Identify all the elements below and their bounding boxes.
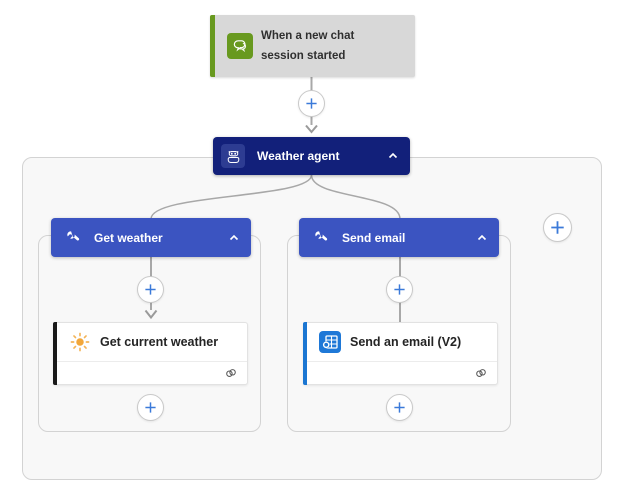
trigger-node[interactable]: When a new chat session started bbox=[210, 15, 415, 77]
wrench-icon bbox=[313, 230, 329, 246]
insert-action-get-weather-button[interactable] bbox=[137, 276, 164, 303]
connection-icon bbox=[476, 369, 486, 377]
outlook-icon bbox=[318, 330, 342, 354]
action-node-get-current-weather[interactable]: Get current weather bbox=[53, 322, 248, 385]
tool-node-send-email[interactable]: Send email bbox=[299, 218, 499, 257]
insert-action-send-email-button[interactable] bbox=[386, 276, 413, 303]
plus-icon bbox=[394, 284, 405, 295]
plus-icon bbox=[145, 402, 156, 413]
action-node-send-an-email-v2[interactable]: Send an email (V2) bbox=[303, 322, 498, 385]
insert-step-button-top[interactable] bbox=[298, 90, 325, 117]
plus-icon bbox=[306, 98, 317, 109]
action-label: Get current weather bbox=[100, 335, 219, 349]
tool-node-get-weather[interactable]: Get weather bbox=[51, 218, 251, 257]
trigger-accent-bar bbox=[210, 15, 215, 77]
sun-icon bbox=[68, 330, 92, 354]
plus-icon bbox=[551, 221, 564, 234]
agent-node[interactable]: Weather agent bbox=[213, 137, 410, 175]
chevron-up-icon bbox=[477, 234, 487, 240]
wrench-icon bbox=[65, 230, 81, 246]
add-tool-button[interactable] bbox=[543, 213, 572, 242]
trigger-label: When a new chat session started bbox=[261, 30, 355, 62]
plus-icon bbox=[145, 284, 156, 295]
collapse-tool-send-email-button[interactable] bbox=[471, 227, 493, 249]
add-action-send-email-button[interactable] bbox=[386, 394, 413, 421]
tool-label: Send email bbox=[342, 230, 406, 245]
plus-icon bbox=[394, 402, 405, 413]
add-action-get-weather-button[interactable] bbox=[137, 394, 164, 421]
chevron-up-icon bbox=[229, 234, 239, 240]
connection-icon bbox=[226, 369, 236, 377]
action-accent-bar bbox=[303, 322, 307, 385]
chevron-up-icon bbox=[388, 152, 398, 159]
agent-label: Weather agent bbox=[257, 149, 340, 163]
chat-trigger-icon bbox=[227, 33, 253, 59]
collapse-tool-get-weather-button[interactable] bbox=[223, 227, 245, 249]
tool-label: Get weather bbox=[94, 230, 163, 245]
action-accent-bar bbox=[53, 322, 57, 385]
collapse-agent-button[interactable] bbox=[382, 145, 404, 167]
robot-icon bbox=[221, 144, 245, 168]
action-label: Send an email (V2) bbox=[350, 335, 462, 349]
